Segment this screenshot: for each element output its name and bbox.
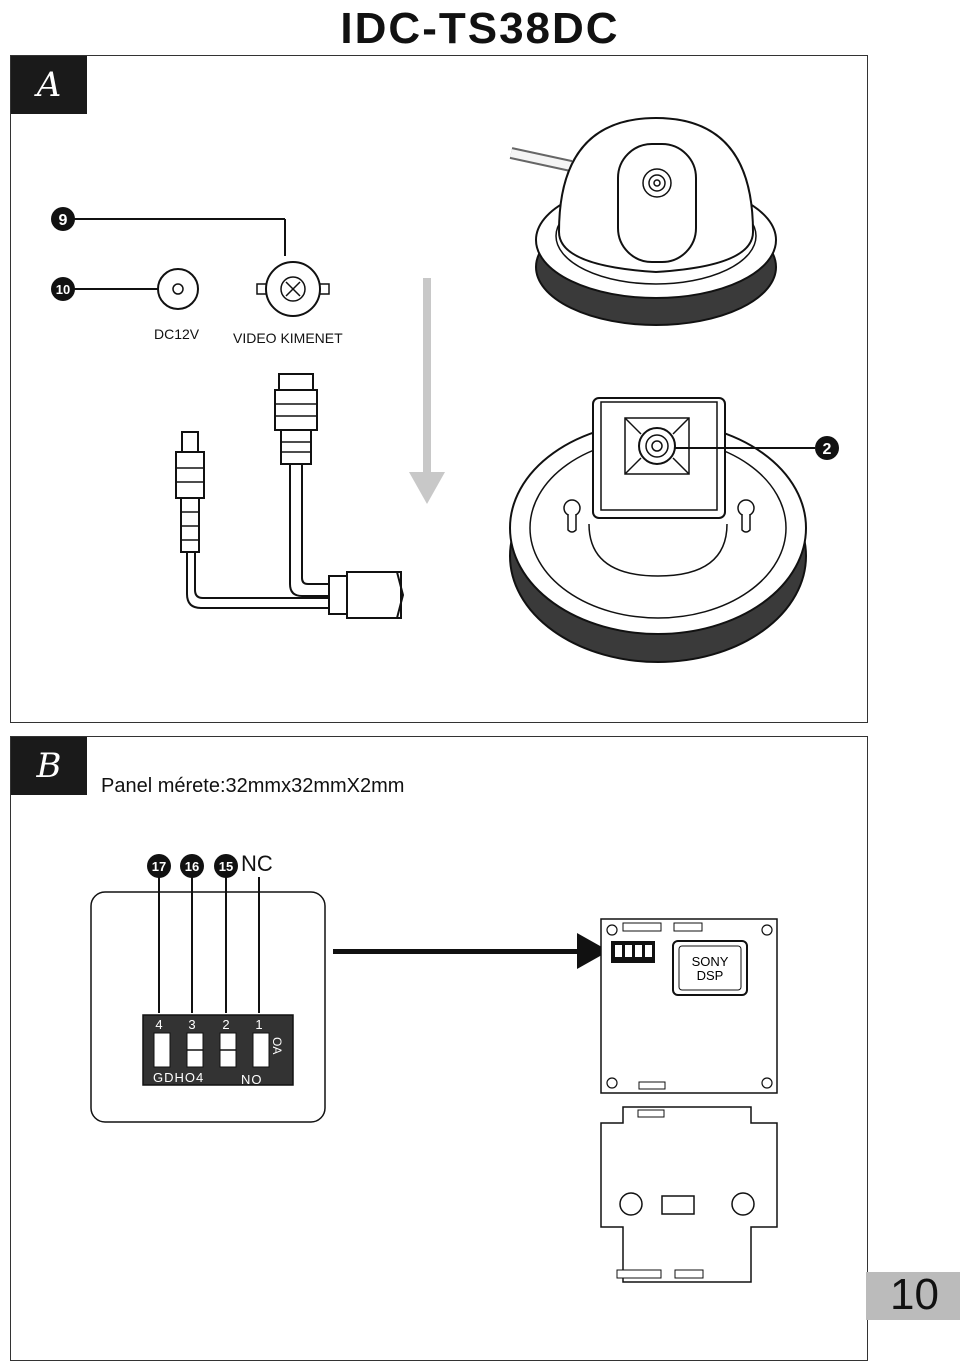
panel-a-drawing: 9 10 2 [51, 116, 839, 663]
switch-number-4: 4 [155, 1017, 162, 1032]
chip-label-dsp: DSP [697, 968, 724, 983]
chip-label-sony: SONY [692, 954, 729, 969]
nc-label: NC [241, 851, 273, 876]
panel-a: A [10, 55, 868, 723]
switch-number-2: 2 [222, 1017, 229, 1032]
panel-b: B Panel mérete:32mmx32mmX2mm 4 3 2 1 GDH… [10, 736, 868, 1361]
page-title: IDC-TS38DC [340, 4, 620, 53]
switch-number-1: 1 [255, 1017, 262, 1032]
video-output-label: VIDEO KIMENET [233, 330, 343, 346]
switch-label-left: GDHO4 [153, 1070, 204, 1085]
panel-b-tag: B [11, 737, 87, 795]
callout-2-marker [815, 436, 839, 460]
callout-16: 16 [185, 859, 199, 874]
panel-size-label: Panel mérete:32mmx32mmX2mm [101, 775, 405, 797]
switch-number-3: 3 [188, 1017, 195, 1032]
callout-17-marker [147, 854, 171, 878]
callout-17: 17 [152, 859, 166, 874]
dc12v-label: DC12V [154, 326, 200, 342]
panel-b-drawing: 4 3 2 1 GDHO4 NO OA 17 16 15 SON [90, 854, 778, 1283]
switch-label-side: OA [270, 1037, 284, 1054]
callout-16-marker [180, 854, 204, 878]
callout-15-marker [214, 854, 238, 878]
panel-a-tag: A [11, 56, 87, 114]
callout-2: 2 [823, 441, 832, 458]
callout-15: 15 [219, 859, 233, 874]
callout-10-marker [51, 277, 75, 301]
callout-9: 9 [59, 212, 68, 229]
switch-label-right: NO [241, 1072, 263, 1087]
page-number: 10 [890, 1270, 939, 1319]
callout-10: 10 [56, 282, 70, 297]
callout-9-marker [51, 207, 75, 231]
page-number-box [866, 1272, 960, 1320]
